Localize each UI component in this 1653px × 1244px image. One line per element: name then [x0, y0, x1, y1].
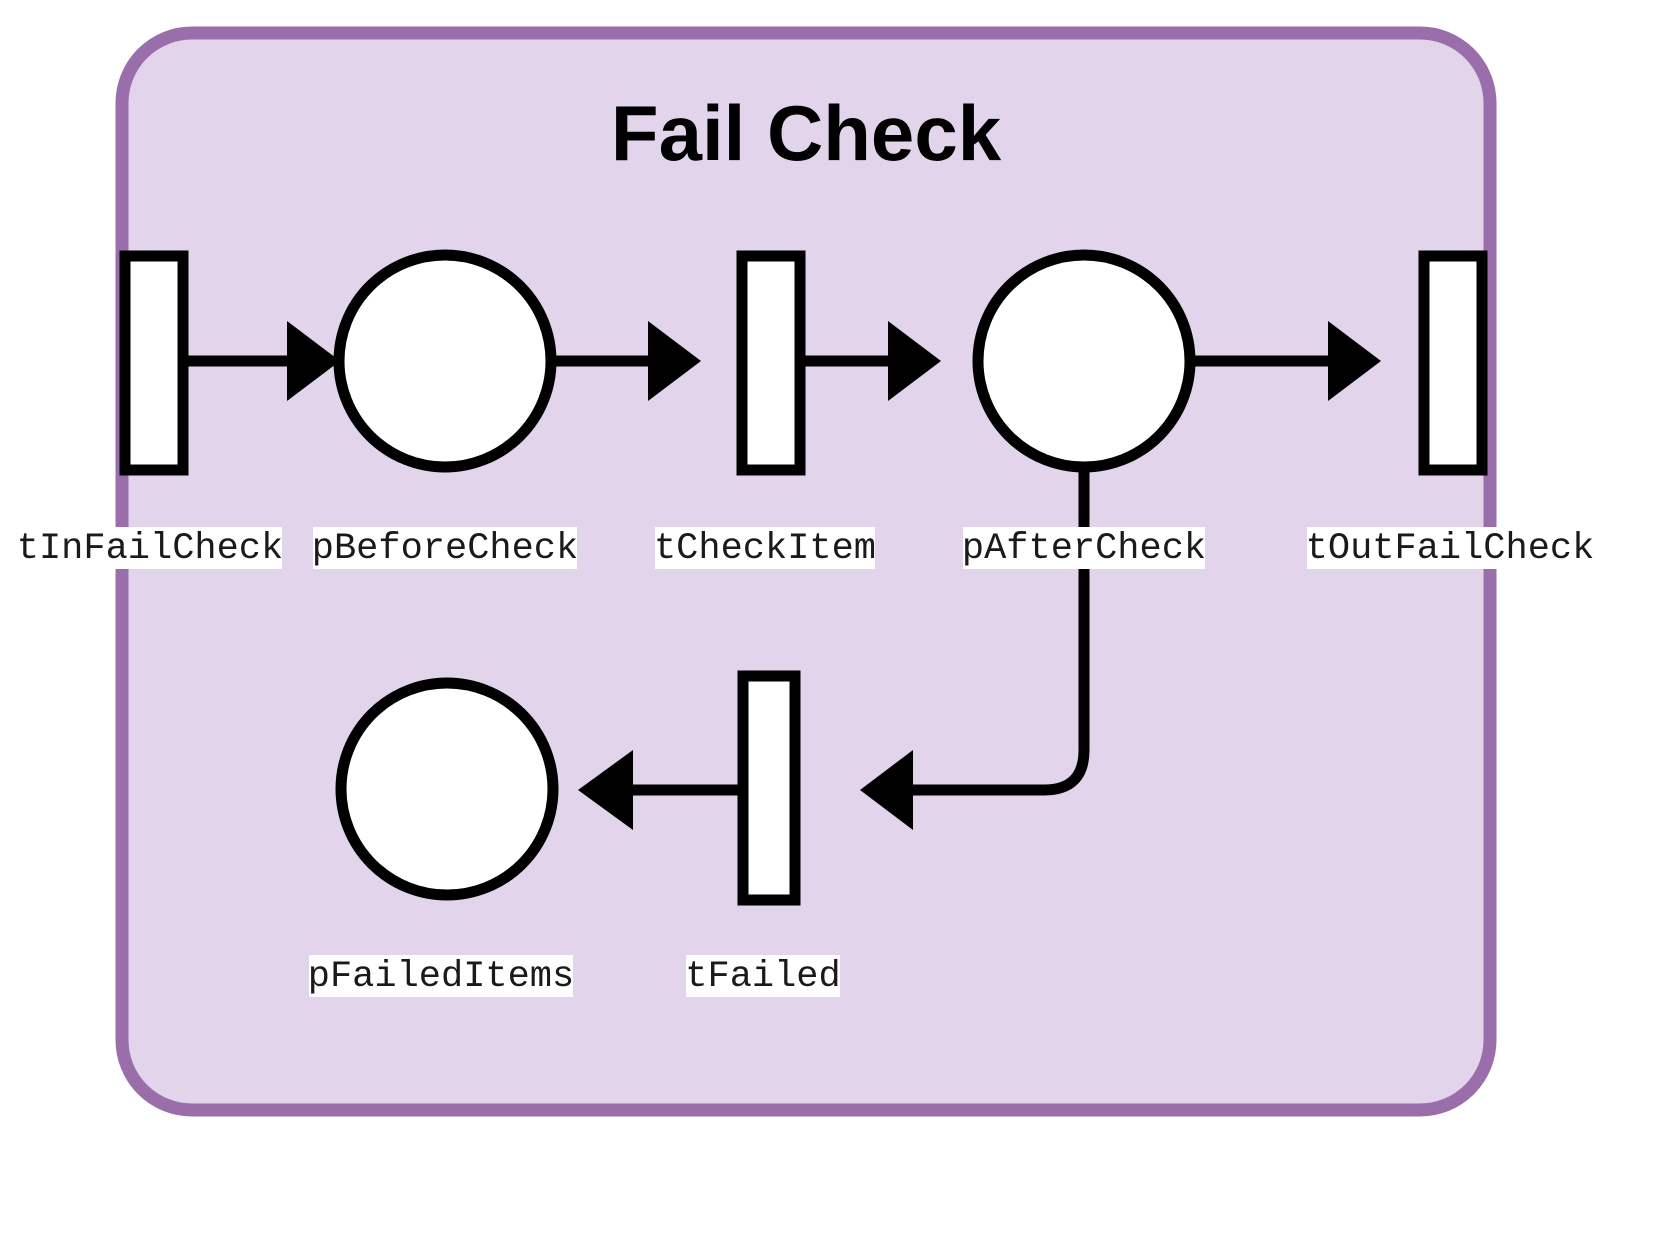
label-text: tInFailCheck [17, 528, 283, 570]
transition-tcheckitem[interactable] [736, 250, 806, 476]
label-text: tFailed [685, 956, 840, 998]
label-text: tOutFailCheck [1306, 528, 1595, 570]
label-text: pBeforeCheck [312, 528, 578, 570]
arc-tinfailcheck-pbeforecheck [183, 321, 340, 401]
label-tcheckitem: tCheckItem [654, 527, 876, 570]
page-title: Fail Check [611, 89, 1002, 177]
arc-paftercheck-toutfailcheck [1190, 321, 1381, 401]
arrow-head-icon [1328, 321, 1381, 401]
place-pbeforecheck[interactable] [333, 249, 557, 473]
subnet-container[interactable] [115, 26, 1497, 1117]
arrow-head-icon [578, 750, 633, 830]
arrow-head-icon [287, 321, 340, 401]
label-toutfailcheck: tOutFailCheck [1306, 527, 1595, 570]
place-paftercheck[interactable] [972, 249, 1196, 473]
label-text: pAfterCheck [962, 528, 1206, 570]
place-pfaileditems[interactable] [335, 677, 559, 901]
label-tfailed: tFailed [685, 955, 841, 998]
label-paftercheck: pAfterCheck [962, 527, 1206, 570]
arc-tfailed-pfaileditems [578, 750, 743, 830]
label-text: tCheckItem [654, 528, 876, 570]
transition-toutfailcheck[interactable] [1418, 250, 1488, 476]
label-text: pFailedItems [308, 956, 574, 998]
transition-tinfailcheck[interactable] [119, 250, 189, 476]
label-pbeforecheck: pBeforeCheck [312, 527, 578, 570]
arrow-head-icon [888, 321, 941, 401]
arrow-head-icon [648, 321, 701, 401]
arrow-head-icon [860, 750, 913, 830]
label-tinfailcheck: tInFailCheck [17, 527, 283, 570]
transition-tfailed[interactable] [737, 670, 801, 906]
arc-pbeforecheck-tcheckitem [551, 321, 701, 401]
arc-tcheckitem-pafterCheck [800, 321, 941, 401]
label-pfaileditems: pFailedItems [308, 955, 574, 998]
arc-paftercheck-tfailed [860, 467, 1090, 830]
